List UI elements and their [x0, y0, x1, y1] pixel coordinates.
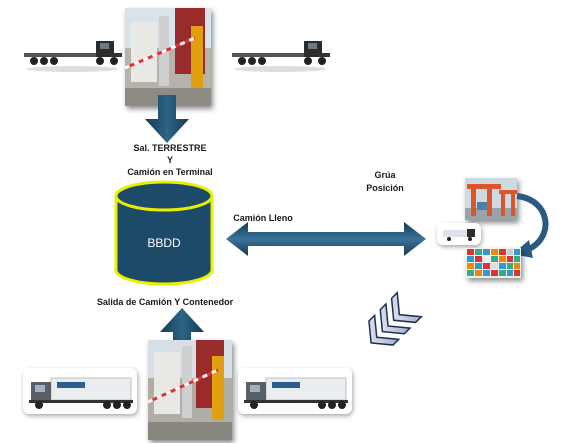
- gate-photo-bottom: [148, 340, 232, 440]
- full-truck-label: Camión Lleno: [233, 213, 293, 223]
- gate-photo-top: [125, 8, 211, 106]
- exit-label: Salida de Camión Y Contenedor: [96, 297, 234, 307]
- crane-photo: [465, 178, 517, 220]
- bottom-left-truck-card: [23, 368, 137, 414]
- top-right-truck: [228, 33, 332, 73]
- top-left-truck: [20, 33, 124, 73]
- entry-label-line2: Y: [166, 155, 173, 165]
- bottom-right-truck-card: [238, 368, 352, 414]
- down-arrow: [145, 95, 189, 145]
- up-arrow: [160, 308, 204, 358]
- crane-label-line1: Grúa: [374, 170, 396, 180]
- entry-label-line3: Camión en Terminal: [127, 167, 213, 177]
- container-grid-photo: [466, 248, 521, 278]
- database-cylinder: [113, 180, 215, 288]
- small-truck-card: [437, 223, 481, 245]
- chevron-arrow: [358, 286, 428, 356]
- database-label: BBDD: [147, 236, 181, 250]
- crane-label-line2: Posición: [366, 183, 404, 193]
- double-arrow: [226, 222, 426, 256]
- entry-label-line1: Sal. TERRESTRE: [133, 143, 207, 153]
